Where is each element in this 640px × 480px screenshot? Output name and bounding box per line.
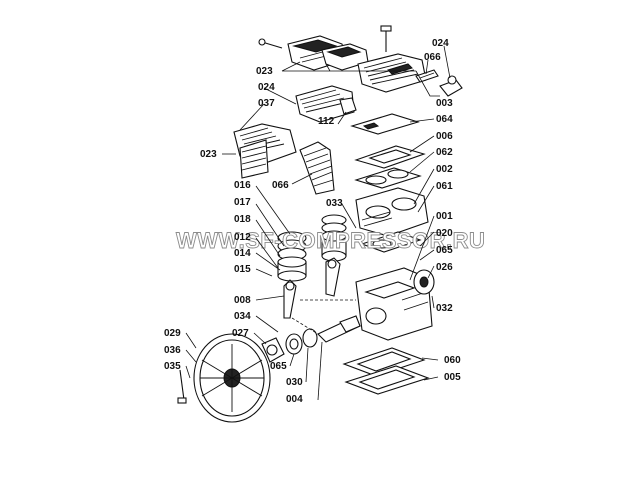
callout-001: 001: [436, 211, 453, 222]
bolt-035: [177, 369, 187, 404]
callout-008: 008: [234, 295, 251, 306]
callout-018: 018: [234, 214, 251, 225]
callout-112: 112: [318, 116, 335, 127]
callout-017: 017: [234, 197, 251, 208]
callout-020: 020: [436, 228, 453, 239]
head-cover-top-left: [287, 35, 369, 71]
cylinder-head-left: [233, 123, 297, 179]
callout-024-mid: 024: [258, 82, 275, 93]
cylinder-block-061: [355, 187, 429, 237]
callout-027: 027: [232, 328, 249, 339]
callout-065-r: 065: [436, 245, 453, 256]
cylinder-head-right: [357, 53, 427, 93]
bearing-cover-027: [261, 337, 285, 363]
hose-066: [299, 141, 335, 195]
connecting-rod-right: [325, 257, 341, 297]
callout-015: 015: [234, 264, 251, 275]
callout-033: 033: [326, 198, 343, 209]
base-plate-005: [344, 365, 430, 395]
crankshaft-004: [317, 315, 361, 343]
piston-left: [277, 231, 307, 282]
crankcase-001: [355, 267, 433, 341]
callout-006: 006: [436, 131, 453, 142]
callout-064: 064: [436, 114, 453, 125]
callout-037: 037: [258, 98, 275, 109]
callout-012: 012: [234, 232, 251, 243]
side-cover-026: [413, 269, 435, 295]
callout-002: 002: [436, 164, 453, 175]
callout-024-top: 024: [432, 38, 449, 49]
callout-016: 016: [234, 180, 251, 191]
watermark: WWW.SF-COMPRESSOR.RU: [176, 228, 485, 253]
callout-030: 030: [286, 377, 303, 388]
callout-062: 062: [436, 147, 453, 158]
callout-060: 060: [444, 355, 461, 366]
flywheel-029: [193, 333, 271, 423]
connecting-rod-left: [283, 279, 297, 319]
alignment-dashes: [291, 299, 356, 335]
cylinder-head-middle: [295, 85, 357, 123]
callout-034: 034: [234, 311, 251, 322]
seal-065-bottom: [285, 333, 303, 355]
callout-023-top: 023: [256, 66, 273, 77]
gasket-062: [354, 167, 422, 189]
base-gasket-060: [342, 347, 426, 377]
callout-029: 029: [164, 328, 181, 339]
gasket-033: [360, 231, 422, 253]
fitting-024-top: [439, 75, 463, 97]
callout-005: 005: [444, 372, 461, 383]
callout-014: 014: [234, 248, 251, 259]
callout-035: 035: [164, 361, 181, 372]
callout-004: 004: [286, 394, 303, 405]
leader-lines: [185, 45, 451, 401]
callout-032: 032: [436, 303, 453, 314]
callout-066-top: 066: [424, 52, 441, 63]
callout-066-mid: 066: [272, 180, 289, 191]
callout-003: 003: [436, 98, 453, 109]
callout-026: 026: [436, 262, 453, 273]
valve-plate-064: [350, 113, 420, 135]
callout-061: 061: [436, 181, 453, 192]
callout-065-b: 065: [270, 361, 287, 372]
head-bolt-top: [380, 25, 392, 52]
piston-right: [321, 214, 347, 262]
gasket-066-top: [415, 69, 439, 83]
gasket-006: [354, 145, 426, 169]
callout-023-left: 023: [200, 149, 217, 160]
callout-036: 036: [164, 345, 181, 356]
top-screw-left: [258, 38, 283, 49]
